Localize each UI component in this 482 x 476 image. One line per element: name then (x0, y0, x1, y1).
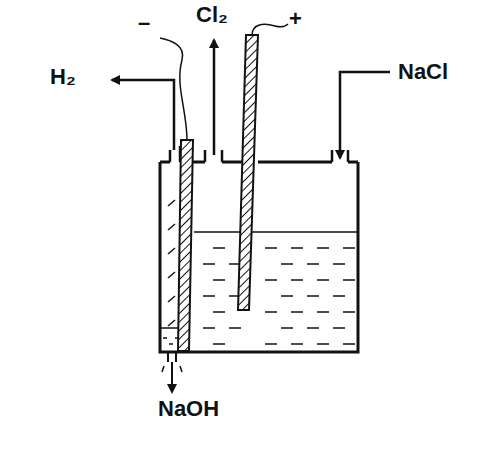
liquid-dash (333, 263, 345, 265)
anode-wire (252, 24, 288, 35)
gas-bubble (168, 200, 175, 206)
liquid-dash (213, 343, 225, 345)
naoh-outlet (168, 352, 176, 362)
gas-bubble (168, 296, 175, 302)
liquid-dash (291, 343, 303, 345)
liquid-dash (333, 295, 345, 297)
liquid-dash (163, 337, 167, 339)
liquid-dash (291, 247, 303, 249)
liquid-dash (291, 279, 303, 281)
gas-bubble (168, 320, 175, 326)
liquid-dash (213, 247, 225, 249)
liquid-dash (343, 247, 355, 249)
gas-bubble (168, 224, 175, 230)
liquid-dash (307, 263, 319, 265)
liquid-dash (169, 343, 173, 345)
liquid-dash (291, 311, 303, 313)
liquid-dash (265, 311, 277, 313)
liquid-dash (307, 295, 319, 297)
liquid-dash (343, 279, 355, 281)
gas-bubble (168, 272, 175, 278)
liquid-dash (203, 327, 215, 329)
liquid-dashes (203, 248, 355, 344)
liquid-dash (265, 279, 277, 281)
liquid-dash (281, 295, 293, 297)
liquid-dash (343, 311, 355, 313)
h2-arrow (112, 80, 174, 150)
cl2-arrow (213, 40, 216, 155)
terminal-sign: – (138, 12, 150, 34)
product-label: H₂ (50, 66, 76, 88)
product-label: Cl₂ (196, 4, 228, 26)
liquid-dash (333, 327, 345, 329)
liquid-dash (203, 295, 215, 297)
liquid-dash (307, 327, 319, 329)
brine (194, 231, 357, 233)
cathode-diaphragm (178, 140, 193, 351)
terminal-sign: + (289, 8, 302, 30)
liquid-dash (213, 311, 225, 313)
liquid-dash (343, 343, 355, 345)
gas-bubble (168, 248, 175, 254)
naoh-arrow (171, 362, 173, 392)
liquid-dash (281, 327, 293, 329)
gas-bubbles (163, 200, 179, 344)
drip-marks (162, 366, 182, 372)
liquid-dash (281, 263, 293, 265)
liquid-dash (317, 343, 329, 345)
liquid-dash (317, 247, 329, 249)
liquid-dash (317, 311, 329, 313)
liquid-dash (317, 279, 329, 281)
product-label: NaOH (158, 398, 219, 420)
feed-label: NaCl (398, 61, 448, 83)
nacl-arrow (340, 72, 390, 158)
cathode-wire (160, 38, 187, 140)
liquid-dash (229, 327, 241, 329)
liquid-dash (203, 263, 215, 265)
anode (238, 35, 258, 310)
liquid-dash (213, 279, 225, 281)
liquid-dash (265, 247, 277, 249)
liquid-dash (265, 343, 277, 345)
